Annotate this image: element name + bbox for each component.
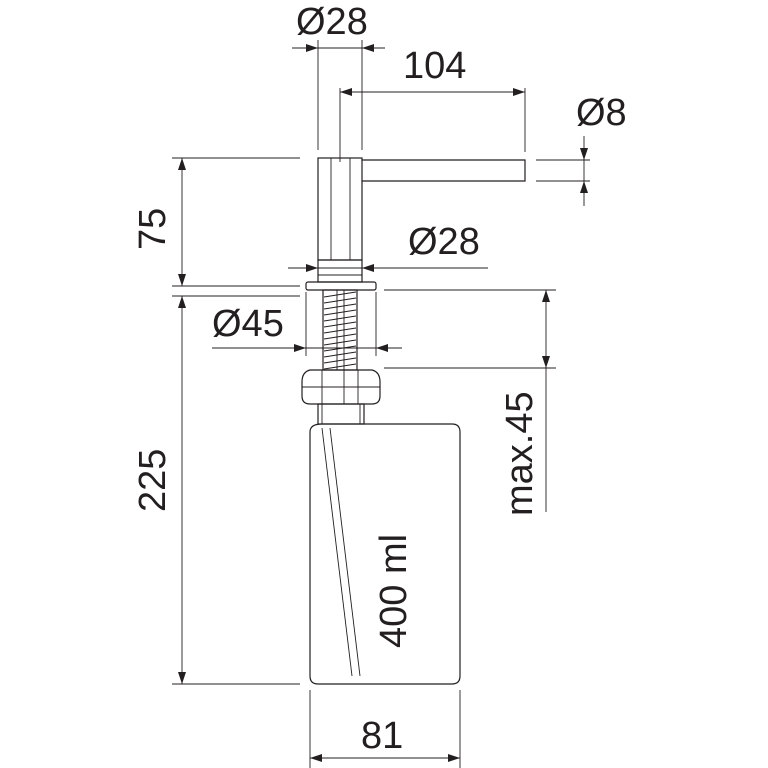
dim-label-tube-length: 225 (132, 449, 174, 512)
thread-line (323, 291, 357, 298)
thread-line (323, 345, 357, 352)
dim-label-collar-diameter: Ø28 (408, 221, 480, 263)
dim-max-countertop: max.45 (384, 289, 556, 516)
flange (305, 281, 377, 291)
thread-line (323, 303, 357, 310)
nut-body (301, 369, 381, 405)
thread-line (323, 363, 357, 370)
thread-line (323, 309, 357, 316)
dim-bottle-width: 81 (309, 690, 461, 768)
collar-ring (317, 259, 363, 283)
thread-line (323, 351, 357, 358)
bottle-volume-label: 400 ml (373, 534, 415, 648)
bottle-outline (309, 423, 461, 685)
dim-head-diameter: Ø28 (292, 1, 385, 150)
thread-line (323, 339, 357, 346)
dim-collar-diameter: Ø28 (288, 221, 488, 272)
thread-line (323, 333, 357, 340)
bottle-neck (317, 403, 365, 425)
collar (317, 259, 363, 283)
dim-label-bottle-width: 81 (361, 715, 403, 757)
thread-line (323, 315, 357, 322)
head-body (317, 157, 363, 261)
dim-label-flange-diameter: Ø45 (212, 303, 284, 345)
bottle (309, 423, 461, 685)
mounting-nut (301, 369, 381, 405)
dim-label-spout-reach: 104 (403, 45, 466, 87)
dim-tube-length: 225 (132, 295, 300, 685)
threaded-shank (322, 289, 358, 371)
thread-line (323, 327, 357, 334)
dim-spout-diameter: Ø8 (536, 92, 627, 206)
dim-label-head-diameter: Ø28 (296, 1, 368, 43)
thread-lines (323, 291, 357, 370)
dim-spout-reach: 104 (339, 45, 526, 162)
thread-line (323, 321, 357, 328)
neck-outline (317, 403, 365, 425)
dim-label-spout-diameter: Ø8 (576, 92, 627, 134)
spout (361, 159, 526, 182)
thread-line (323, 357, 357, 364)
dim-label-head-height: 75 (132, 208, 174, 250)
dim-label-max-countertop: max.45 (499, 391, 541, 516)
thread-line (323, 297, 357, 304)
dim-head-height: 75 (132, 157, 300, 287)
dim-flange-diameter: Ø45 (212, 292, 402, 356)
flange-plate (305, 281, 377, 291)
